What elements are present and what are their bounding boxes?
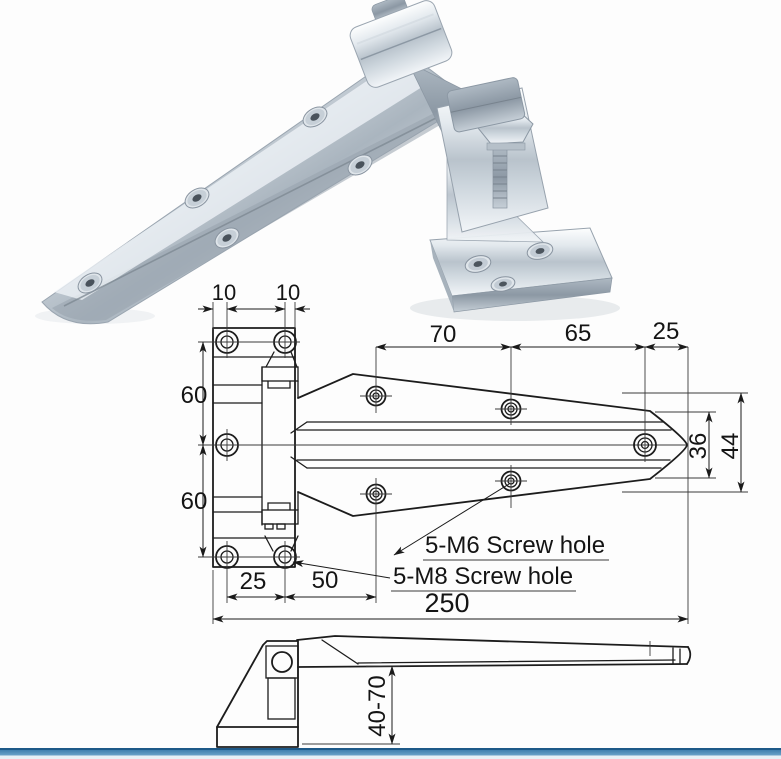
dim-inset-right: 10 bbox=[276, 280, 300, 305]
dim-70: 70 bbox=[430, 321, 457, 348]
bottom-accent-bar bbox=[0, 748, 781, 759]
dim-50: 50 bbox=[312, 567, 339, 594]
clamp-block-photo bbox=[446, 77, 526, 133]
dim-250: 250 bbox=[424, 588, 469, 618]
dim-25-plate: 25 bbox=[240, 568, 267, 595]
dim-25-tip: 25 bbox=[653, 318, 680, 345]
dim-60-lower: 60 bbox=[181, 488, 208, 515]
dim-44: 44 bbox=[717, 433, 744, 460]
m6-callout: 5-M6 Screw hole bbox=[393, 483, 609, 561]
side-dimension: 40-70 bbox=[302, 665, 400, 745]
side-blade bbox=[296, 635, 692, 668]
top-view-drawing: 10 10 70 65 25 60 60 36 44 25 50 250 5-M… bbox=[181, 280, 748, 624]
knuckle-photo bbox=[349, 0, 453, 88]
m6-label: 5-M6 Screw hole bbox=[425, 532, 605, 559]
product-photo bbox=[35, 0, 620, 325]
bar-top-line bbox=[0, 748, 781, 750]
blade-top-view bbox=[297, 373, 688, 517]
hinge-blade-photo bbox=[41, 59, 455, 325]
dim-40-70: 40-70 bbox=[364, 675, 391, 736]
blade-screw-holes-photo bbox=[77, 106, 373, 294]
m8-callout: 5-M8 Screw hole bbox=[292, 560, 576, 592]
dim-60-upper: 60 bbox=[181, 382, 208, 409]
side-bracket bbox=[216, 640, 299, 748]
m8-label: 5-M8 Screw hole bbox=[393, 563, 573, 590]
dim-65: 65 bbox=[565, 320, 592, 347]
side-view-drawing: 40-70 bbox=[216, 635, 692, 748]
knuckle-top-view bbox=[261, 351, 299, 552]
bar-bottom-line bbox=[0, 755, 781, 759]
bar-body bbox=[0, 750, 781, 756]
bracket-base-photo bbox=[429, 227, 613, 313]
mounting-plate bbox=[212, 327, 296, 568]
dim-inset-left: 10 bbox=[212, 280, 236, 305]
dimension-lines bbox=[198, 305, 745, 623]
blade-ridges bbox=[290, 421, 672, 469]
dim-36: 36 bbox=[685, 433, 712, 460]
